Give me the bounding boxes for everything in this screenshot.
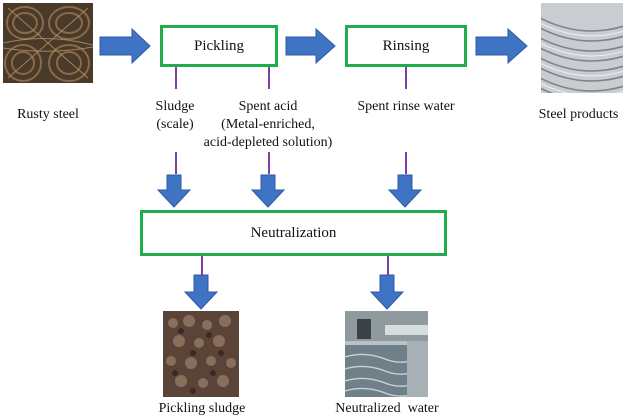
pickling-box: Pickling: [160, 25, 278, 67]
steel-products-photo: [541, 3, 623, 93]
steel-products-label: Steel products: [538, 107, 619, 122]
arrow-to-water-output: [369, 274, 405, 310]
spent-acid-label-line1: Spent acid: [238, 99, 298, 114]
spent-rinse-label: Spent rinse water: [357, 99, 455, 114]
arrow-to-rinsing: [285, 27, 336, 65]
spent-acid-label-line3: acid-depleted solution): [203, 135, 333, 150]
connector-rinse-top: [405, 67, 407, 89]
connector-neutralization-sludge: [201, 256, 203, 276]
rusty-steel-label: Rusty steel: [17, 107, 79, 122]
connector-sludge-bottom: [175, 152, 177, 174]
arrow-to-pickling: [99, 27, 151, 65]
rusty-steel-photo: [3, 3, 93, 83]
connector-spent-acid-top: [268, 67, 270, 89]
arrow-to-steel-products: [475, 27, 528, 65]
pickling-label: Pickling: [193, 37, 244, 54]
spent-acid-label-line2: (Metal-enriched,: [221, 117, 315, 132]
neutralization-label: Neutralization: [250, 224, 337, 241]
rinsing-box: Rinsing: [345, 25, 467, 67]
connector-rinse-bottom: [405, 152, 407, 174]
arrow-rinse-down: [387, 174, 423, 208]
pickling-sludge-label: Pickling sludge: [158, 401, 246, 416]
connector-neutralization-water: [387, 256, 389, 276]
neutralized-water-label: Neutralized water: [335, 401, 439, 416]
arrow-sludge-down: [156, 174, 192, 208]
arrow-spent-acid-down: [250, 174, 286, 208]
connector-spent-acid-bottom: [268, 152, 270, 174]
neutralization-box: Neutralization: [140, 210, 447, 256]
sludge-label-line1: Sludge: [155, 99, 195, 114]
arrow-to-sludge-output: [183, 274, 219, 310]
connector-sludge-top: [175, 67, 177, 89]
sludge-label-line2: (scale): [156, 117, 194, 132]
pickling-sludge-photo: [163, 311, 239, 397]
neutralized-water-photo: [345, 311, 428, 397]
rinsing-label: Rinsing: [382, 37, 430, 54]
